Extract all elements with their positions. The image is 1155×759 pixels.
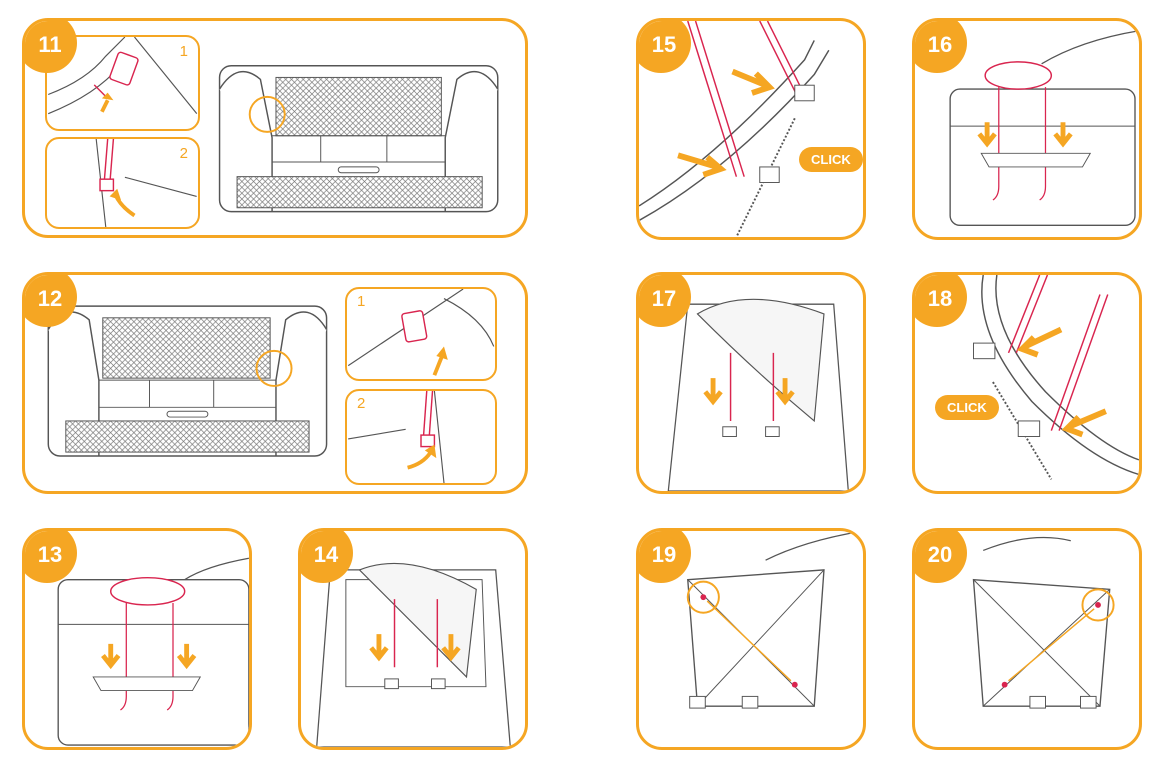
mattress-fold-illustration-2 <box>667 298 849 491</box>
step-20-panel: 20 <box>912 528 1142 750</box>
step-12-detail-1: 1 <box>345 287 497 381</box>
step-16-panel: 16 <box>912 18 1142 240</box>
step-15-click-label: CLICK <box>799 147 863 172</box>
step-12-detail-2-number: 2 <box>357 395 366 412</box>
step-11-detail-2-number: 2 <box>179 145 188 162</box>
step-11-detail-1-number: 1 <box>179 43 188 60</box>
step-12-number: 12 <box>25 275 77 327</box>
step-11-number: 11 <box>25 21 77 73</box>
frame-corner-illustration <box>686 531 863 709</box>
step-14-panel: 14 <box>298 528 528 750</box>
step-18-click-label: CLICK <box>935 395 999 420</box>
step-12-detail-2: 2 <box>345 389 497 485</box>
step-17-panel: 17 <box>636 272 866 494</box>
step-18-panel: 18 CLICK <box>912 272 1142 494</box>
step-12-detail-1-number: 1 <box>357 293 366 310</box>
step-13-panel: 13 <box>22 528 252 750</box>
step-15-panel: 15 CLICK <box>636 18 866 240</box>
buckle-detail-illustration <box>48 37 198 115</box>
step-16-number: 16 <box>915 21 967 73</box>
buckle-release-illustration <box>347 289 495 376</box>
frame-clip-illustration-2 <box>973 275 1139 480</box>
sofa-bed-illustration <box>218 65 499 213</box>
step-12-panel: 12 1 2 <box>22 272 528 494</box>
mattress-base-illustration <box>57 557 249 746</box>
mattress-lower-illustration <box>949 30 1139 227</box>
step-11-detail-1: 1 <box>45 35 200 131</box>
step-19-panel: 19 <box>636 528 866 750</box>
step-17-number: 17 <box>639 275 691 327</box>
sofa-bed-illustration-2 <box>47 305 328 457</box>
strap-hook-illustration <box>95 139 197 227</box>
mattress-fold-illustration <box>316 562 511 747</box>
frame-corner-illustration-2 <box>972 536 1115 709</box>
frame-clip-illustration <box>639 21 830 237</box>
step-11-detail-2: 2 <box>45 137 200 229</box>
strap-hook-illustration-2 <box>348 391 445 483</box>
step-11-panel: 11 1 2 <box>22 18 528 238</box>
